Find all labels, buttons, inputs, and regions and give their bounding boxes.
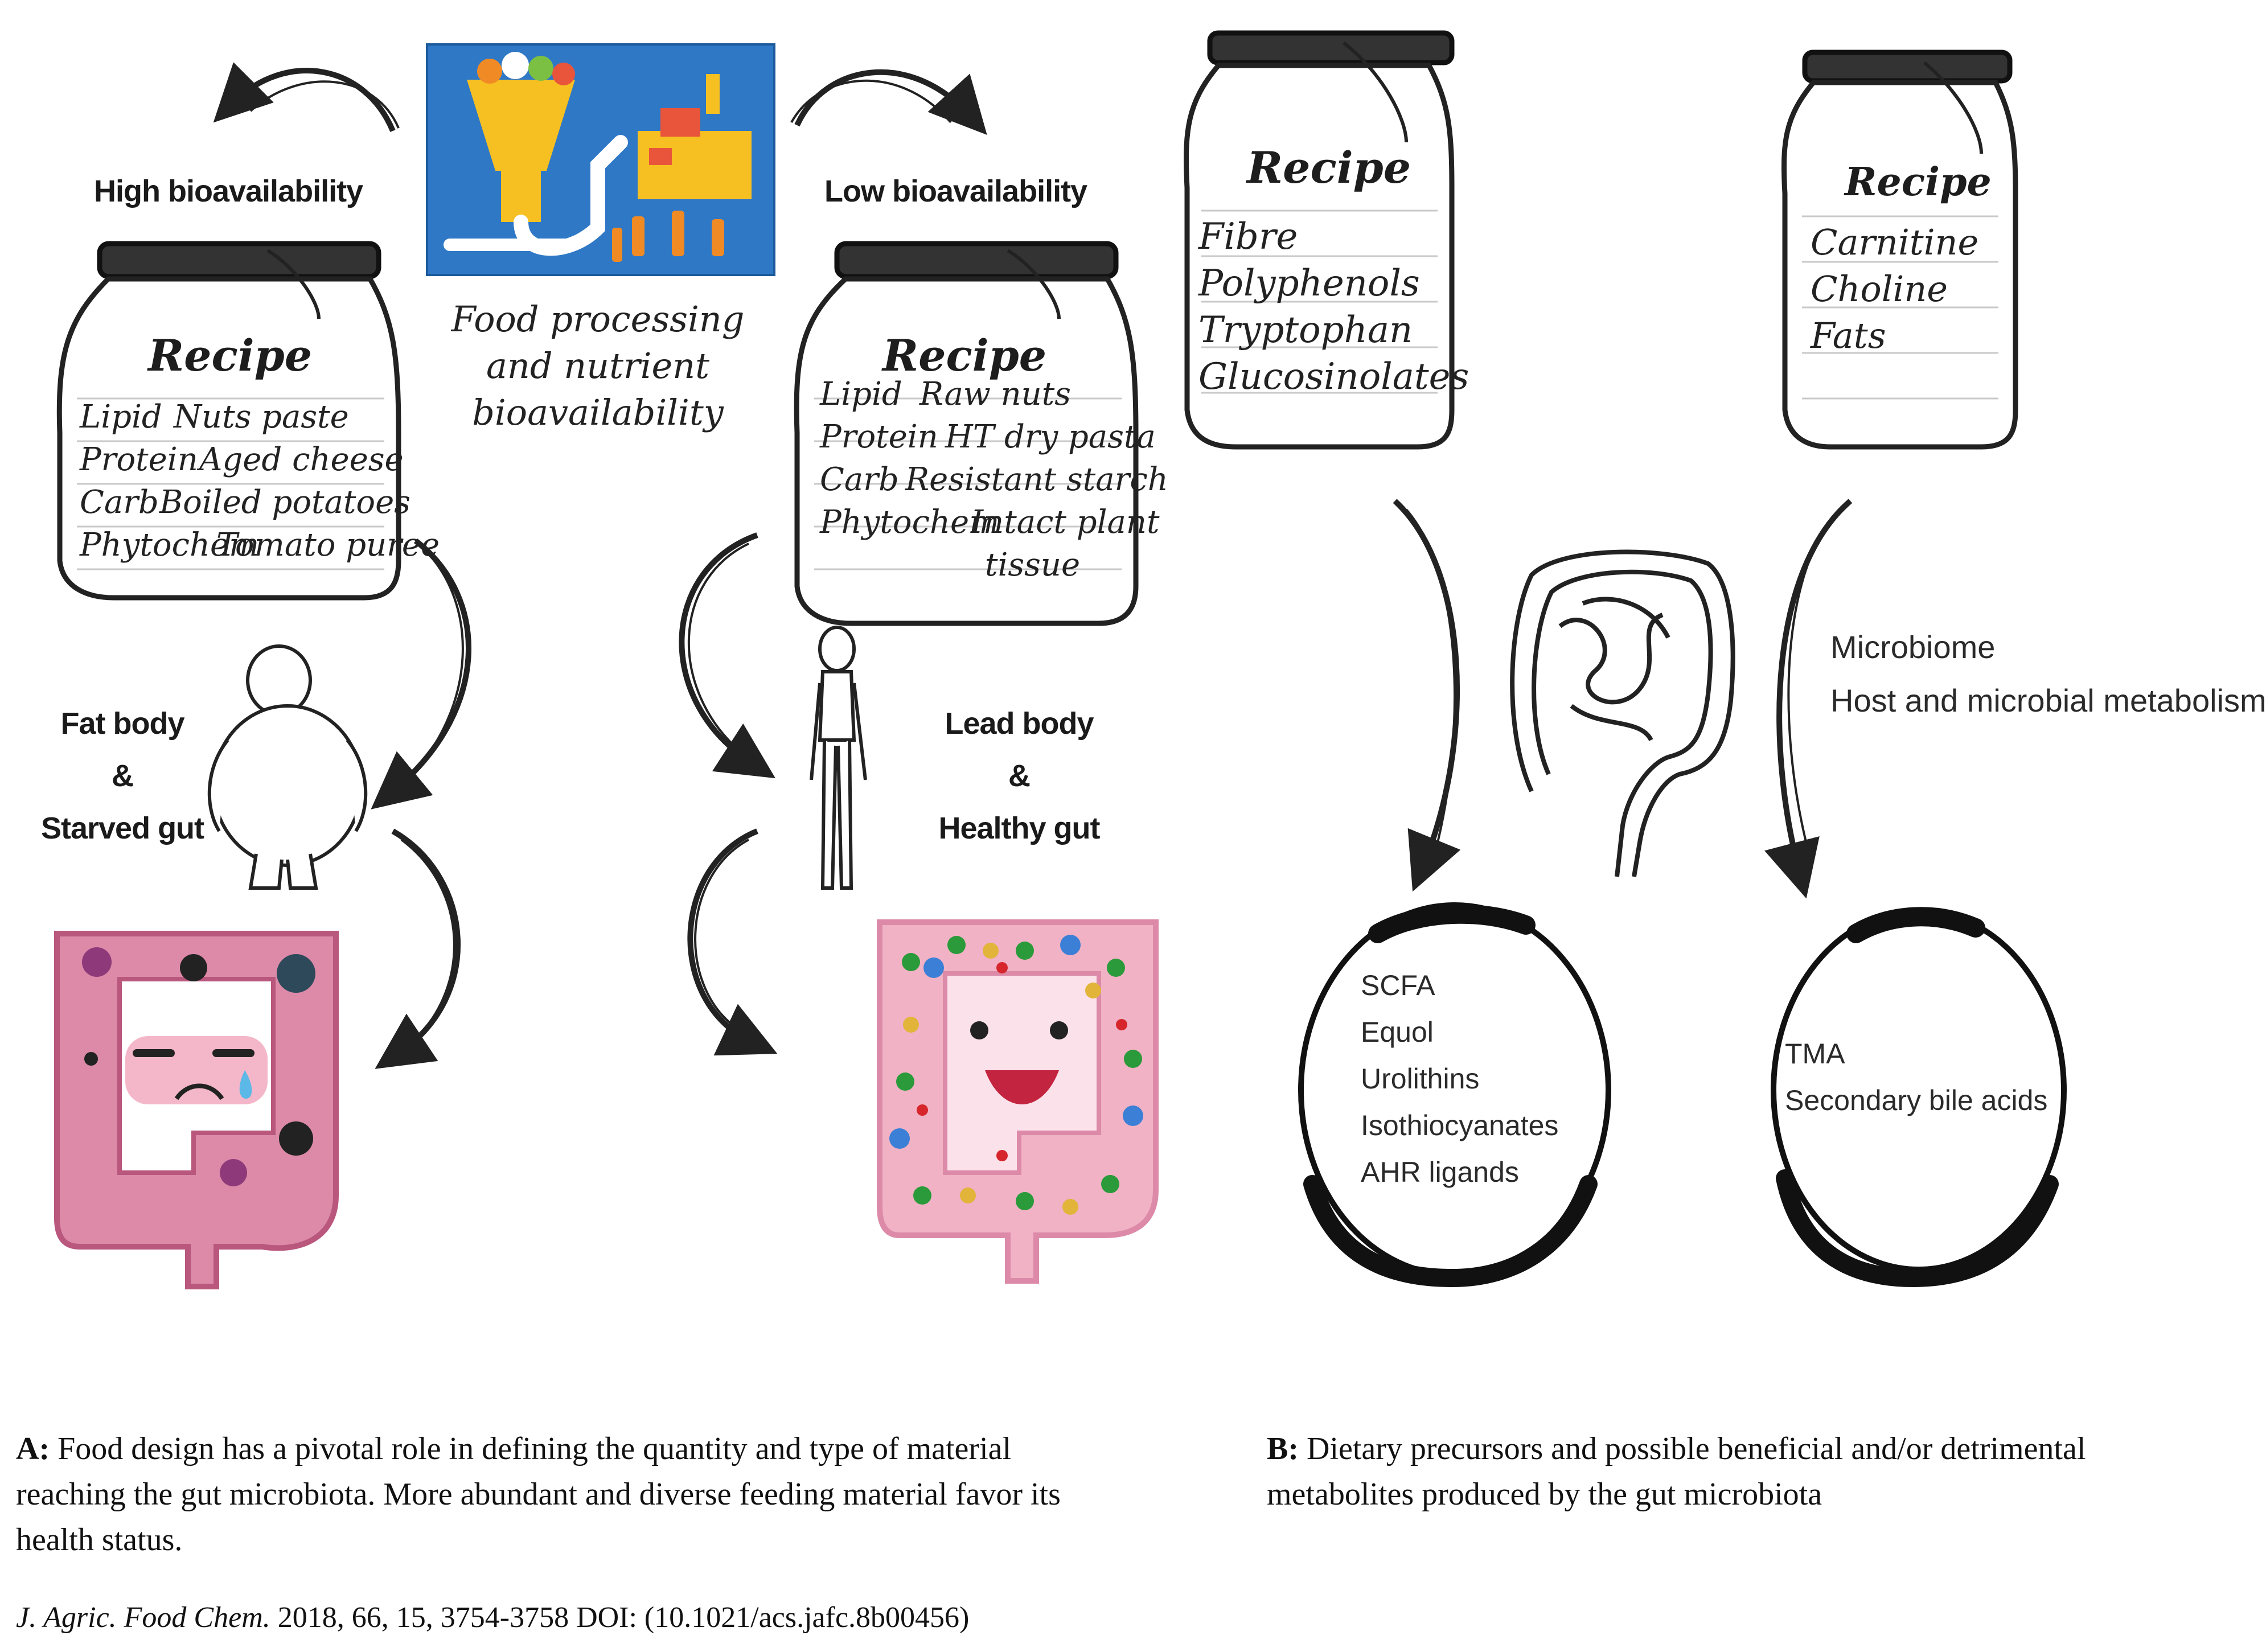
food: Nuts paste — [174, 398, 349, 435]
food: Resistant starch — [905, 461, 1168, 498]
lead-body-label: Lead body & Healthy gut — [922, 697, 1116, 854]
right-recipe-jar — [794, 241, 1139, 626]
metabolite: AHR ligands — [1361, 1156, 1519, 1188]
lean-body-figure — [810, 626, 867, 890]
panel-a-arrows — [371, 532, 778, 1069]
precursor: Carnitine — [1811, 221, 1979, 263]
food-processing-caption: Food processing and nutrient bioavailabi… — [438, 296, 757, 436]
caption-a: A: Food design has a pivotal role in def… — [16, 1426, 1115, 1563]
nutrient: Lipid — [80, 398, 162, 435]
right-jar-row: tissue — [820, 546, 1130, 589]
nutrient: Phytochem — [820, 504, 1000, 541]
left-jar-row: Lipid Nuts paste — [80, 398, 387, 441]
fat-body-label: Fat body & Starved gut — [31, 697, 214, 854]
happy-gut-illustration — [877, 919, 1159, 1284]
sad-gut-illustration — [54, 931, 339, 1289]
caption-b-text: Dietary precursors and possible benefici… — [1267, 1431, 2086, 1512]
metabolite: Isothiocyanates — [1361, 1109, 1559, 1141]
precursor: Choline — [1811, 268, 1948, 310]
beneficial-metabolites: SCFA Equol Urolithins Isothiocyanates AH… — [1361, 962, 1558, 1195]
metabolite-circle-detrimental — [1771, 907, 2067, 1288]
metabolite: Equol — [1361, 1016, 1434, 1048]
food: Boiled potatoes — [159, 484, 411, 521]
nutrient: Protein — [820, 418, 938, 455]
caption-a-text: Food design has a pivotal role in defini… — [16, 1431, 1061, 1558]
metabolite: Secondary bile acids — [1785, 1084, 2048, 1116]
food: Tomato puree — [216, 527, 440, 564]
left-jar-title: Recipe — [148, 330, 313, 381]
food: Intact plant — [971, 504, 1160, 541]
lead-line-2: & — [1008, 759, 1031, 793]
nutrient: Carb — [80, 484, 159, 521]
process-line-1: Food processing — [451, 298, 745, 340]
citation: J. Agric. Food Chem. 2018, 66, 15, 3754-… — [16, 1601, 969, 1634]
process-line-3: bioavailability — [472, 392, 724, 433]
food: Raw nuts — [919, 376, 1071, 413]
carnitine-jar-ingredients: Carnitine Choline Fats — [1811, 219, 1978, 359]
caption-a-label: A: — [16, 1431, 50, 1466]
precursor: Fibre — [1198, 216, 1298, 258]
fat-line-3: Starved gut — [40, 811, 204, 845]
detrimental-metabolites: TMA Secondary bile acids — [1785, 1030, 2047, 1124]
citation-journal: J. Agric. Food Chem. — [16, 1601, 270, 1634]
metabolite-circle-beneficial — [1298, 902, 1611, 1288]
caption-b-label: B: — [1267, 1431, 1299, 1466]
nutrient: Lipid — [820, 376, 902, 413]
nutrient: Protein — [80, 441, 198, 478]
fibre-jar-ingredients: Fibre Polyphenols Tryptophan Glucosinola… — [1198, 213, 1469, 400]
metabolite: TMA — [1785, 1038, 1845, 1070]
left-recipe-jar — [56, 241, 401, 601]
precursor: Polyphenols — [1198, 262, 1420, 305]
food-processing-illustration — [426, 43, 775, 276]
fat-line-1: Fat body — [60, 706, 185, 741]
fibre-jar-title: Recipe — [1247, 142, 1411, 193]
fat-body-figure — [207, 644, 368, 890]
carnitine-jar-title: Recipe — [1845, 159, 1992, 205]
jar-rules — [77, 209, 1998, 570]
food: Aged cheese — [199, 441, 404, 478]
right-jar-row: Lipid Raw nuts — [820, 376, 1130, 418]
lead-line-3: Healthy gut — [938, 811, 1100, 845]
metabolite: Urolithins — [1361, 1063, 1480, 1095]
food: HT dry pasta — [945, 418, 1156, 455]
food: tissue — [985, 546, 1081, 583]
fat-line-2: & — [112, 759, 134, 793]
caption-b: B: Dietary precursors and possible benef… — [1267, 1426, 2235, 1517]
high-bioavailability-label: High bioavailability — [94, 174, 363, 208]
citation-details: 2018, 66, 15, 3754-3758 DOI: (10.1021/ac… — [270, 1601, 970, 1634]
microbiome-label: Microbiome Host and microbial metabolism — [1830, 620, 2266, 728]
process-line-2: and nutrient — [486, 345, 710, 387]
precursor: Tryptophan — [1198, 309, 1413, 351]
low-bioavailability-label: Low bioavailability — [824, 174, 1087, 208]
microbiome-line-2: Host and microbial metabolism — [1830, 683, 2266, 718]
metabolite: SCFA — [1361, 969, 1435, 1001]
top-arrows — [213, 62, 987, 135]
right-jar-title: Recipe — [882, 330, 1047, 381]
carnitine-recipe-jar — [1781, 50, 2018, 450]
precursor: Fats — [1811, 315, 1886, 356]
lead-line-1: Lead body — [945, 706, 1094, 741]
panel-b-arrows — [1393, 499, 1853, 899]
microbiome-line-1: Microbiome — [1830, 629, 1996, 665]
nutrient: Phytochem — [80, 527, 260, 564]
nutrient: Carb — [820, 461, 899, 498]
precursor: Glucosinolates — [1198, 356, 1469, 398]
intestine-illustration — [1510, 549, 1735, 877]
